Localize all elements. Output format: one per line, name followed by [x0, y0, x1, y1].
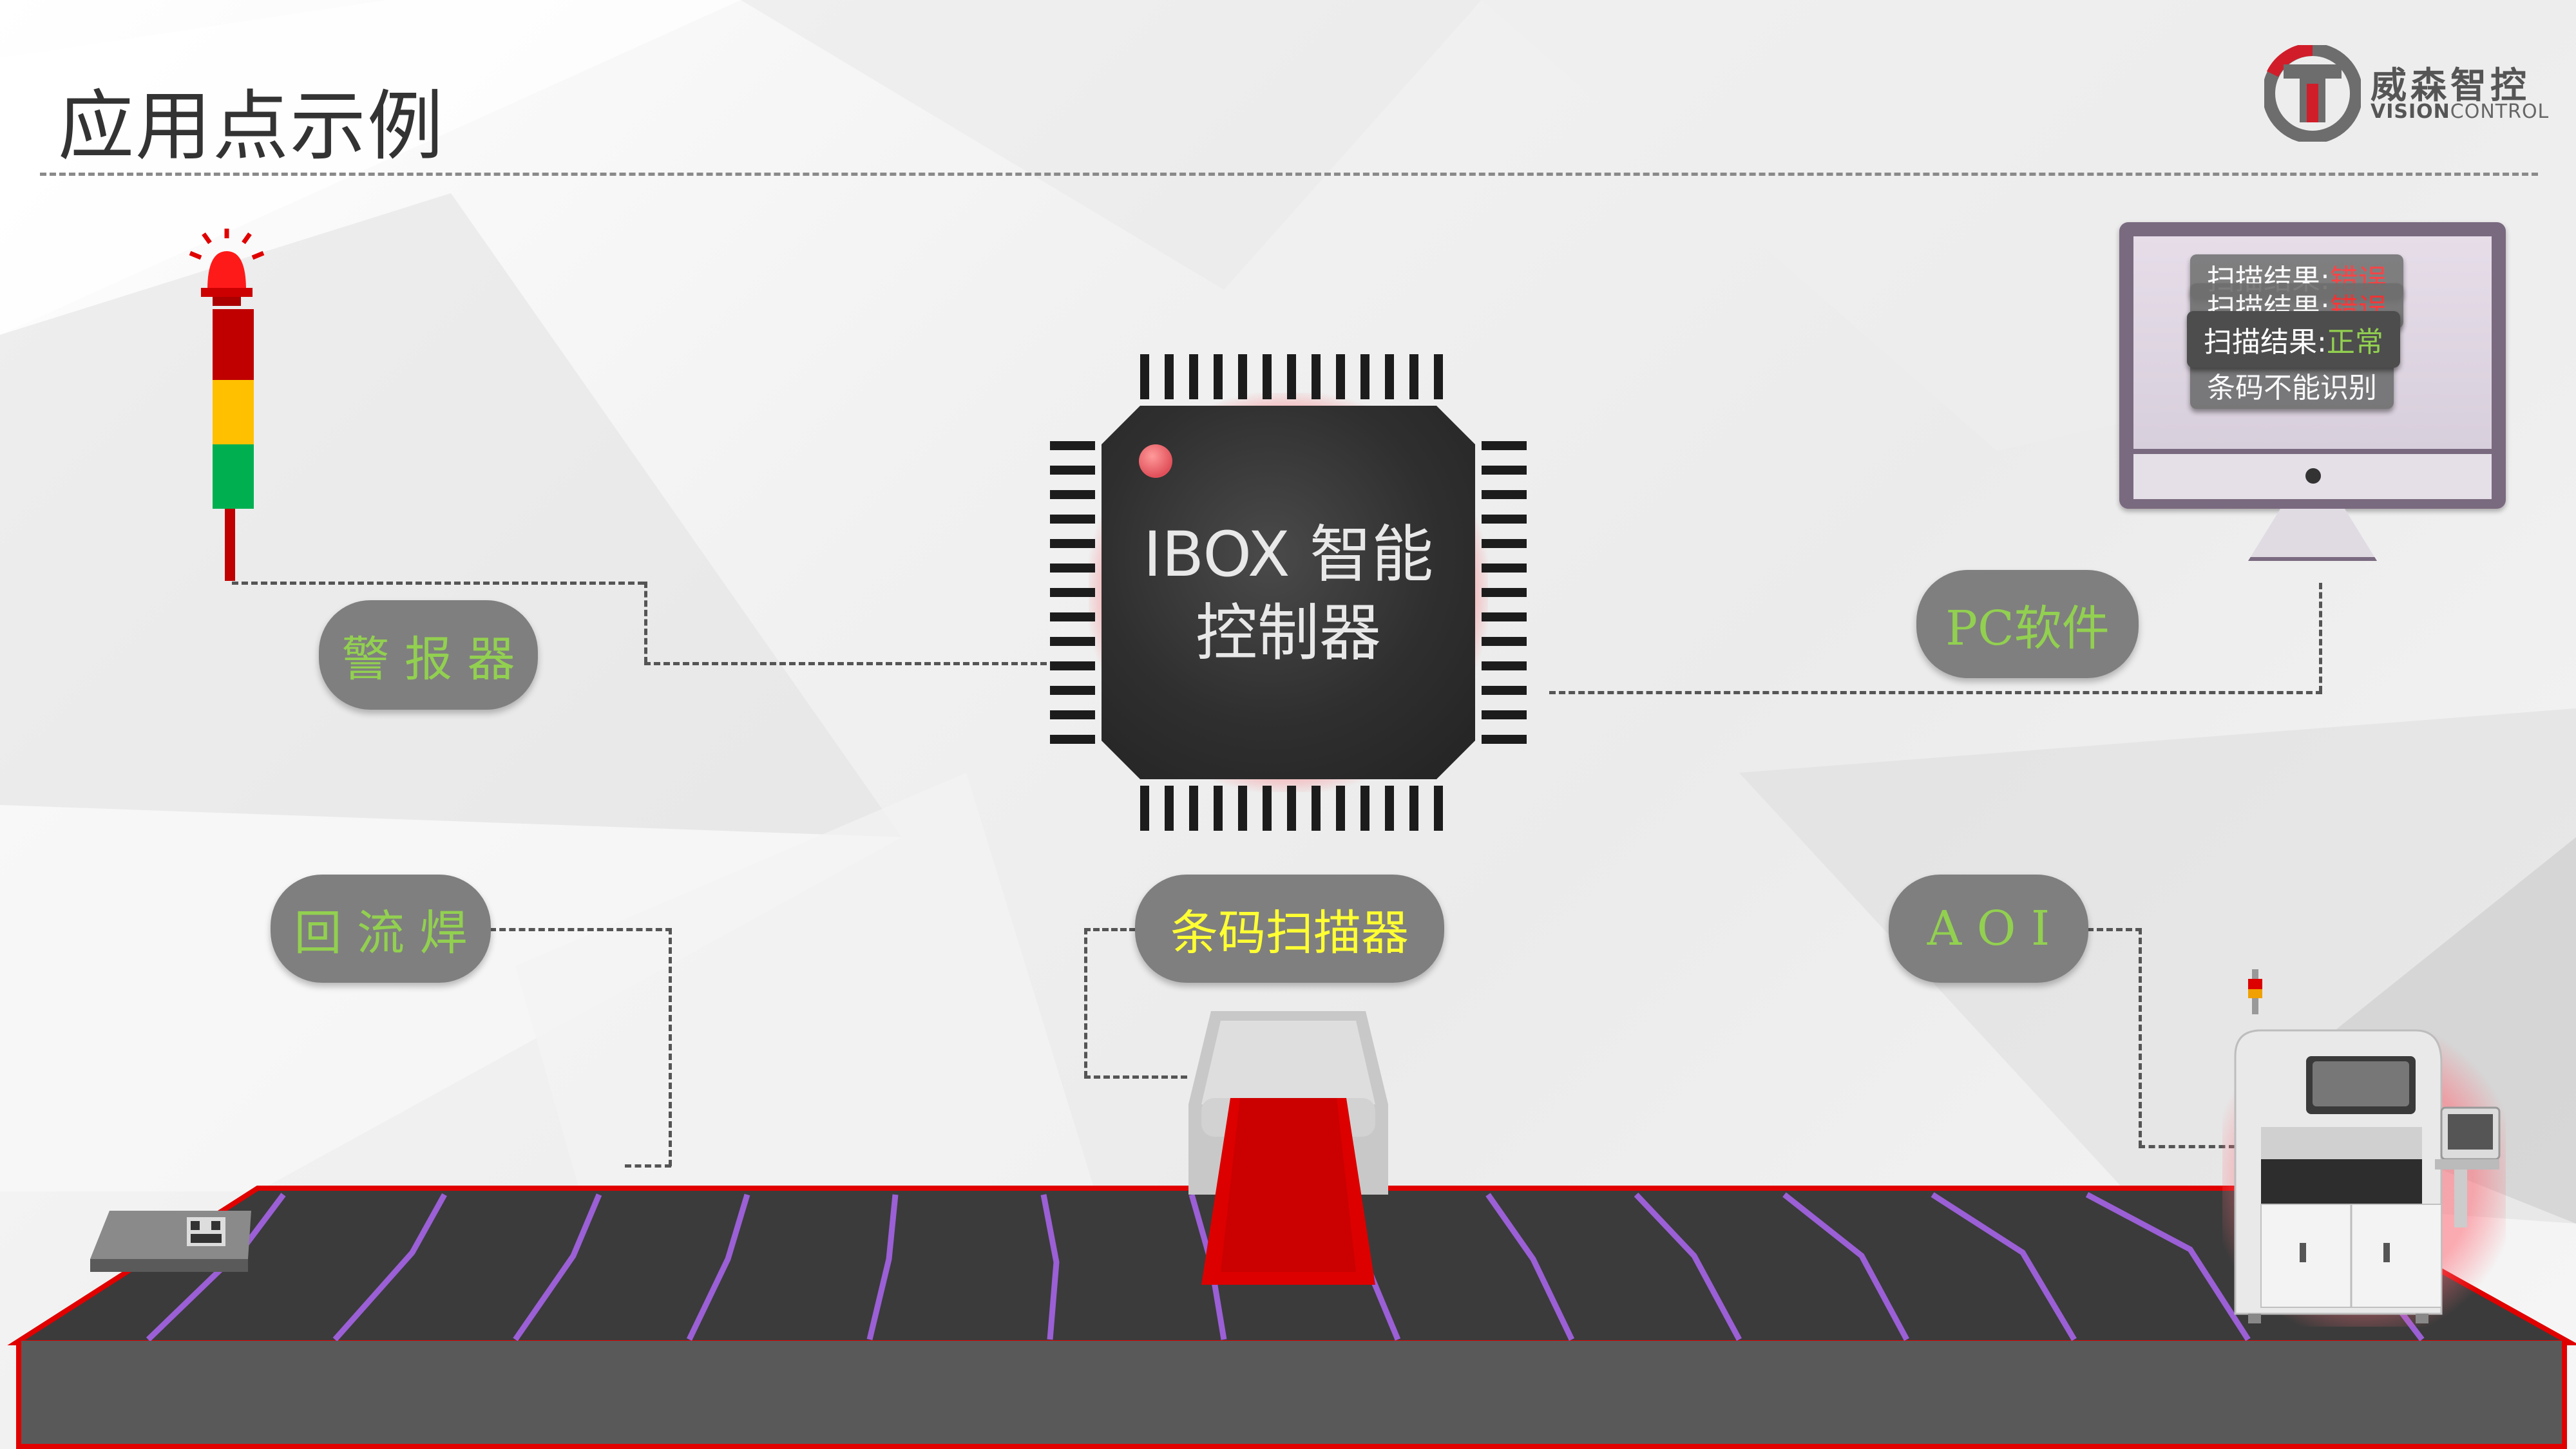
connector-aoi-1 [2087, 928, 2142, 931]
scan-result-card-bottom: 条码不能识别 [2190, 361, 2394, 409]
connector-reflow-1 [490, 928, 672, 931]
connector-scanner-2 [1084, 928, 1087, 1077]
company-logo: 威森智控 VISIONCONTROL [2264, 45, 2548, 148]
connector-alarm-chip-3 [644, 662, 1056, 665]
chip-label-line2: 控制器 [1196, 597, 1381, 669]
connector-scanner-3 [1084, 1075, 1187, 1079]
aoi-machine-icon [2222, 969, 2506, 1327]
logo-chinese-name: 威森智控 [2371, 65, 2530, 107]
connector-aoi-2 [2139, 928, 2142, 1147]
page-title: 应用点示例 [58, 82, 445, 171]
label-barcode-scanner: 条码扫描器 [1135, 875, 1444, 983]
pcb-board-icon [90, 1211, 251, 1272]
connector-reflow-2 [669, 928, 672, 1166]
label-reflow: 回 流 焊 [271, 875, 491, 983]
label-aoi: A O I [1889, 875, 2088, 983]
barcode-scanner-icon [1188, 1011, 1388, 1285]
connector-reflow-3 [625, 1164, 671, 1168]
connector-chip-pc-1 [1549, 691, 2322, 694]
connector-aoi-3 [2139, 1145, 2235, 1148]
label-alarm: 警 报 器 [319, 600, 538, 710]
chip-label: IBOX 智能 控制器 [1102, 515, 1475, 672]
chip-pin1-dot [1139, 444, 1172, 478]
connector-alarm-chip-1 [232, 582, 644, 585]
logo-mark-icon [2264, 45, 2361, 142]
title-divider [40, 173, 2538, 176]
logo-english-name: VISIONCONTROL [2371, 100, 2550, 123]
conveyor-belt-base [16, 1341, 2567, 1449]
connector-chip-pc-2 [2319, 583, 2322, 692]
alarm-beacon-icon [189, 229, 265, 581]
label-pc-software: PC软件 [1916, 570, 2139, 678]
ibox-controller-chip: IBOX 智能 控制器 [1050, 354, 1527, 831]
scan-result-card-front: 扫描结果:正常 [2187, 311, 2400, 368]
pc-monitor: 扫描结果:错误 扫描结果:错误 条码不能识别 扫描结果:正常 [2119, 222, 2506, 561]
chip-label-line1: IBOX 智能 [1143, 518, 1434, 591]
monitor-power-icon [2305, 468, 2321, 484]
connector-scanner-1 [1084, 928, 1136, 931]
connector-alarm-chip-2 [644, 582, 647, 663]
